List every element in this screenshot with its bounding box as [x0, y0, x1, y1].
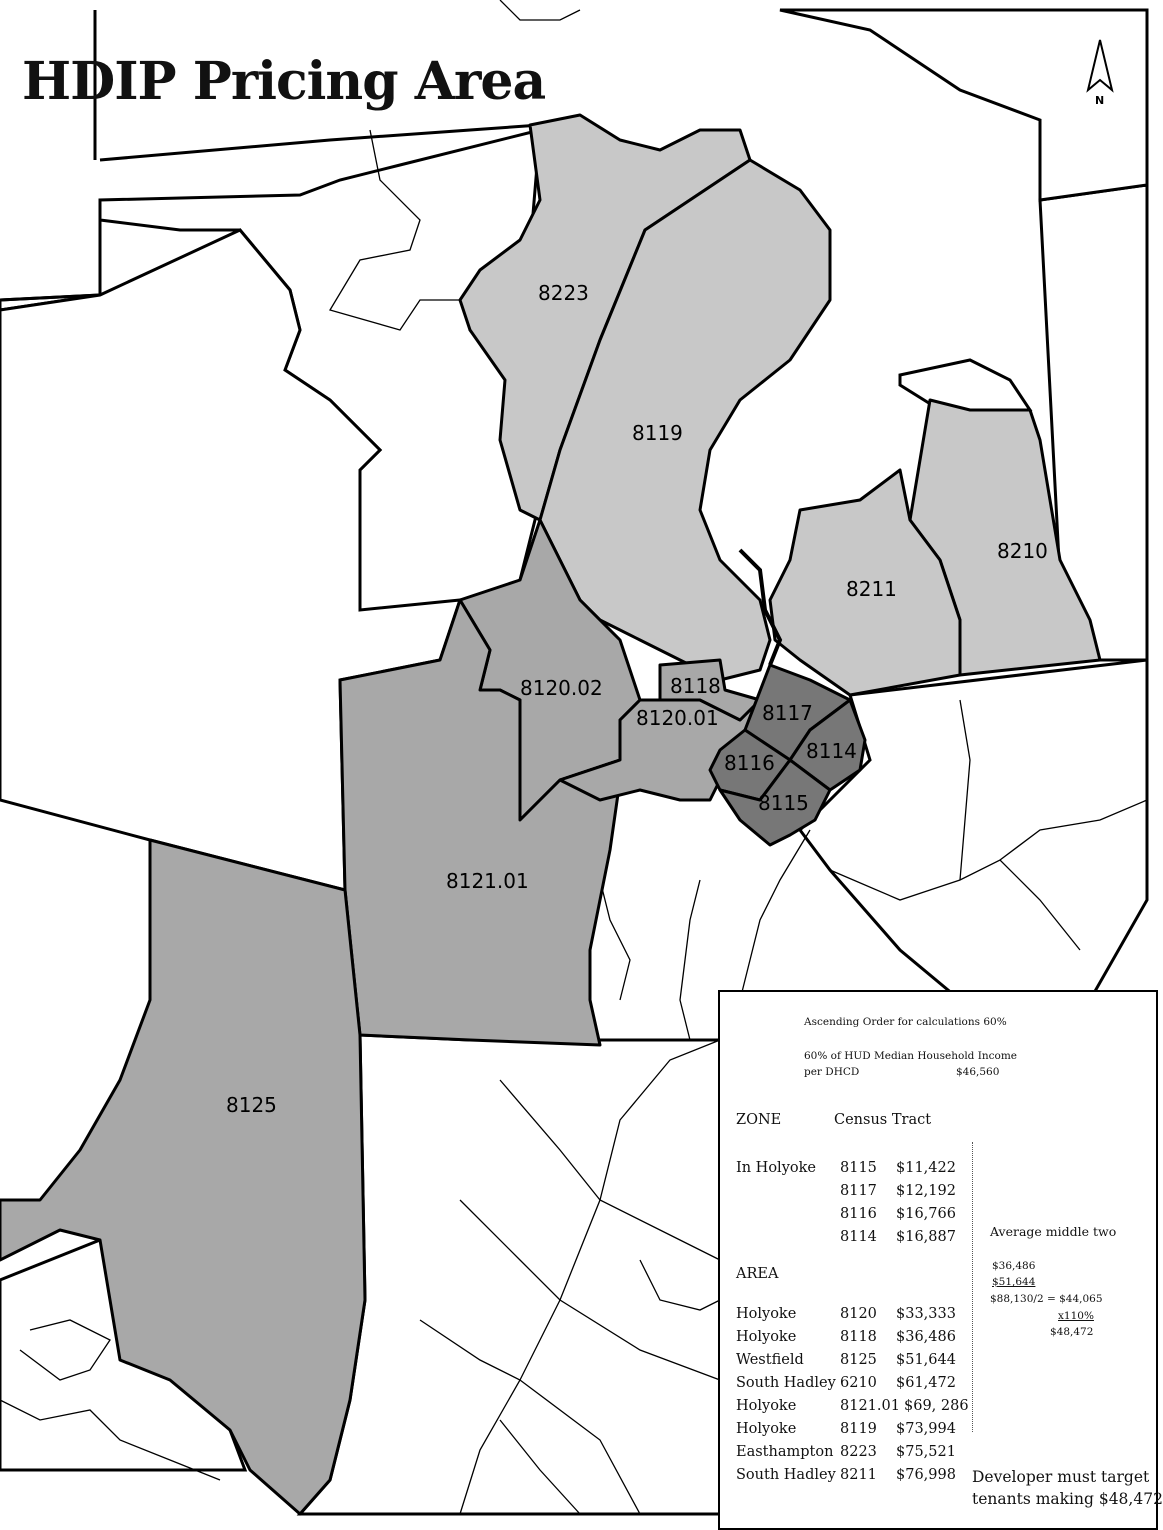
area-town: South Hadley	[736, 1375, 836, 1391]
tract-8119	[538, 158, 832, 682]
legend-zone-header: ZONE	[736, 1112, 782, 1128]
area-tract: 8121.01	[840, 1398, 900, 1414]
label-8223: 8223	[538, 281, 589, 305]
area-white-top-left	[0, 10, 541, 302]
area-town: Holyoke	[736, 1398, 797, 1414]
area-tract: 8223	[840, 1444, 877, 1460]
north-letter: N	[1095, 94, 1104, 107]
river	[738, 548, 783, 666]
area-tract: 8120	[840, 1306, 877, 1322]
area-tract: 8125	[840, 1352, 877, 1368]
calc-line2: $51,644	[992, 1276, 1036, 1288]
legend-income-value: $46,560	[956, 1066, 1000, 1078]
area-town: South Hadley	[736, 1467, 836, 1483]
area-tract: 8119	[840, 1421, 877, 1437]
label-8114: 8114	[806, 739, 857, 763]
map-canvas: 8223 8119 8210 8211 8120.02 8118 8120.01…	[0, 0, 1149, 1516]
calc-line1: $36,486	[992, 1260, 1036, 1272]
legend-table: Ascending Order for calculations 60% 60%…	[718, 990, 1163, 1530]
tract-8115	[718, 758, 832, 847]
area-town: Holyoke	[736, 1421, 797, 1437]
legend-heading: Ascending Order for calculations 60%	[804, 1016, 1007, 1028]
label-8125: 8125	[226, 1093, 277, 1117]
area-tract: 6210	[840, 1375, 877, 1391]
in-holyoke-label: In Holyoke	[736, 1160, 816, 1176]
area-value: $51,644	[896, 1352, 956, 1368]
area-value: $73,994	[896, 1421, 956, 1437]
tract-8211	[768, 468, 962, 697]
label-8119: 8119	[632, 421, 683, 445]
tract-labels: 8223 8119 8210 8211 8120.02 8118 8120.01…	[226, 281, 1048, 1117]
label-8117: 8117	[762, 701, 813, 725]
north-arrow-icon: N	[1086, 39, 1114, 107]
area-town: Westfield	[736, 1352, 804, 1368]
area-header: AREA	[736, 1266, 779, 1282]
developer-line2: tenants making $48,472	[972, 1490, 1163, 1508]
area-value: $75,521	[896, 1444, 956, 1460]
label-8210: 8210	[997, 539, 1048, 563]
area-town: Holyoke	[736, 1306, 797, 1322]
census-tracts	[0, 113, 1102, 1516]
in-holyoke-value: $12,192	[896, 1183, 956, 1199]
area-value: $61,472	[896, 1375, 956, 1391]
area-town: Holyoke	[736, 1329, 797, 1345]
legend-census-header: Census Tract	[834, 1112, 932, 1128]
area-tract: 8211	[840, 1467, 877, 1483]
in-holyoke-value: $16,887	[896, 1229, 956, 1245]
legend-income-line1: 60% of HUD Median Household Income	[804, 1050, 1018, 1062]
area-town: Easthampton	[736, 1444, 834, 1460]
calc-line5: $48,472	[1050, 1326, 1094, 1338]
area-white-east-mid	[798, 658, 1149, 1002]
in-holyoke-value: $11,422	[896, 1160, 956, 1176]
label-8121-01: 8121.01	[446, 869, 529, 893]
legend-income-line2: per DHCD	[804, 1066, 860, 1078]
calc-line4: x110%	[1058, 1310, 1094, 1322]
area-value: $76,998	[896, 1467, 956, 1483]
label-8116: 8116	[724, 751, 775, 775]
legend-divider	[972, 1142, 973, 1432]
in-holyoke-tract: 8116	[840, 1206, 877, 1222]
page-title: HDIP Pricing Area	[22, 51, 546, 112]
in-holyoke-tract: 8117	[840, 1183, 877, 1199]
label-8120-02: 8120.02	[520, 676, 603, 700]
area-tract: 8118	[840, 1329, 877, 1345]
average-title: Average middle two	[990, 1224, 1117, 1239]
calc-line3: $88,130/2 = $44,065	[990, 1293, 1103, 1305]
in-holyoke-tract: 8115	[840, 1160, 877, 1176]
area-value: $36,486	[896, 1329, 956, 1345]
area-value: $69, 286	[904, 1398, 969, 1414]
tract-8125	[0, 838, 367, 1516]
label-8211: 8211	[846, 577, 897, 601]
in-holyoke-tract: 8114	[840, 1229, 877, 1245]
minor-boundaries	[0, 0, 1148, 1515]
label-8115: 8115	[758, 791, 809, 815]
developer-line1: Developer must target	[972, 1468, 1150, 1486]
surrounding-areas	[0, 8, 1149, 1516]
area-value: $33,333	[896, 1306, 956, 1322]
area-white-northeast	[779, 8, 1149, 202]
tract-8118	[658, 658, 762, 722]
in-holyoke-value: $16,766	[896, 1206, 956, 1222]
label-8120-01: 8120.01	[636, 706, 719, 730]
label-8118: 8118	[670, 674, 721, 698]
